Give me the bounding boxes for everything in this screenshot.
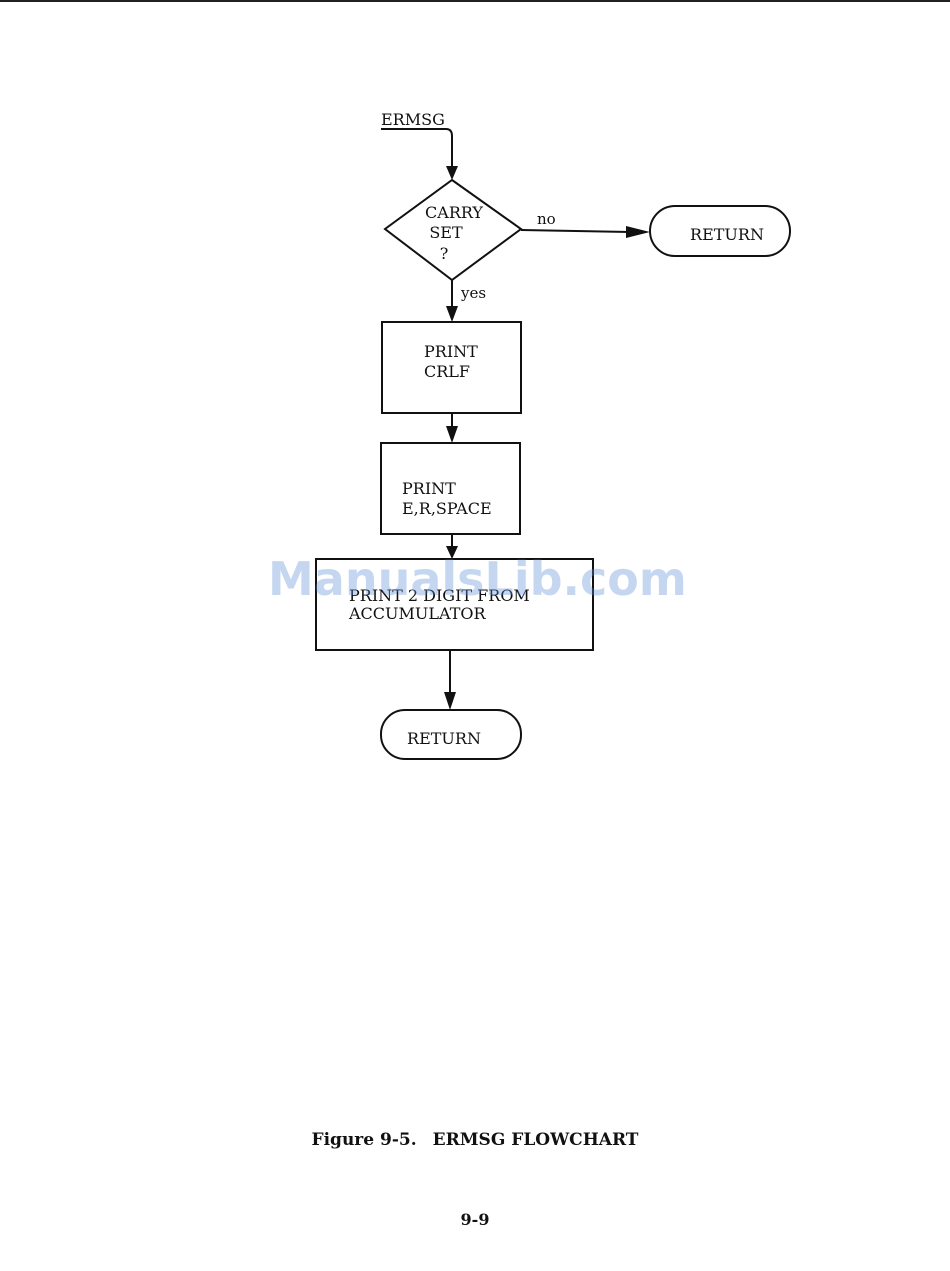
decision-line-3: ? bbox=[440, 244, 449, 263]
process-2-line-2: E,R,SPACE bbox=[402, 499, 492, 518]
decision-line-2: SET bbox=[429, 223, 463, 242]
process-2-line-1: PRINT bbox=[402, 479, 456, 498]
no-branch-connector bbox=[521, 230, 630, 232]
entry-arrowhead bbox=[446, 166, 458, 180]
figure-number: Figure 9-5. bbox=[312, 1130, 417, 1150]
yes-branch-label: yes bbox=[460, 284, 486, 302]
manualslib-watermark: ManualsLib.com bbox=[268, 552, 687, 606]
decision-line-1: CARRY bbox=[425, 203, 483, 222]
no-branch-arrowhead bbox=[626, 226, 650, 238]
arrowhead-3-return bbox=[444, 692, 456, 710]
no-branch-label: no bbox=[537, 210, 556, 228]
arrowhead-1-2 bbox=[446, 426, 458, 443]
yes-branch-arrowhead bbox=[446, 306, 458, 322]
figure-caption: Figure 9-5. ERMSG FLOWCHART bbox=[0, 1130, 950, 1150]
process-1-line-1: PRINT bbox=[424, 342, 478, 361]
terminal-return-right-label: RETURN bbox=[690, 225, 764, 244]
process-3-line-2: ACCUMULATOR bbox=[348, 604, 486, 623]
figure-title: ERMSG FLOWCHART bbox=[433, 1130, 639, 1150]
process-1-line-2: CRLF bbox=[424, 362, 470, 381]
entry-connector bbox=[383, 129, 452, 168]
page-number: 9-9 bbox=[0, 1210, 950, 1229]
entry-label: ERMSG bbox=[381, 110, 445, 129]
terminal-return-bottom-label: RETURN bbox=[407, 729, 481, 748]
